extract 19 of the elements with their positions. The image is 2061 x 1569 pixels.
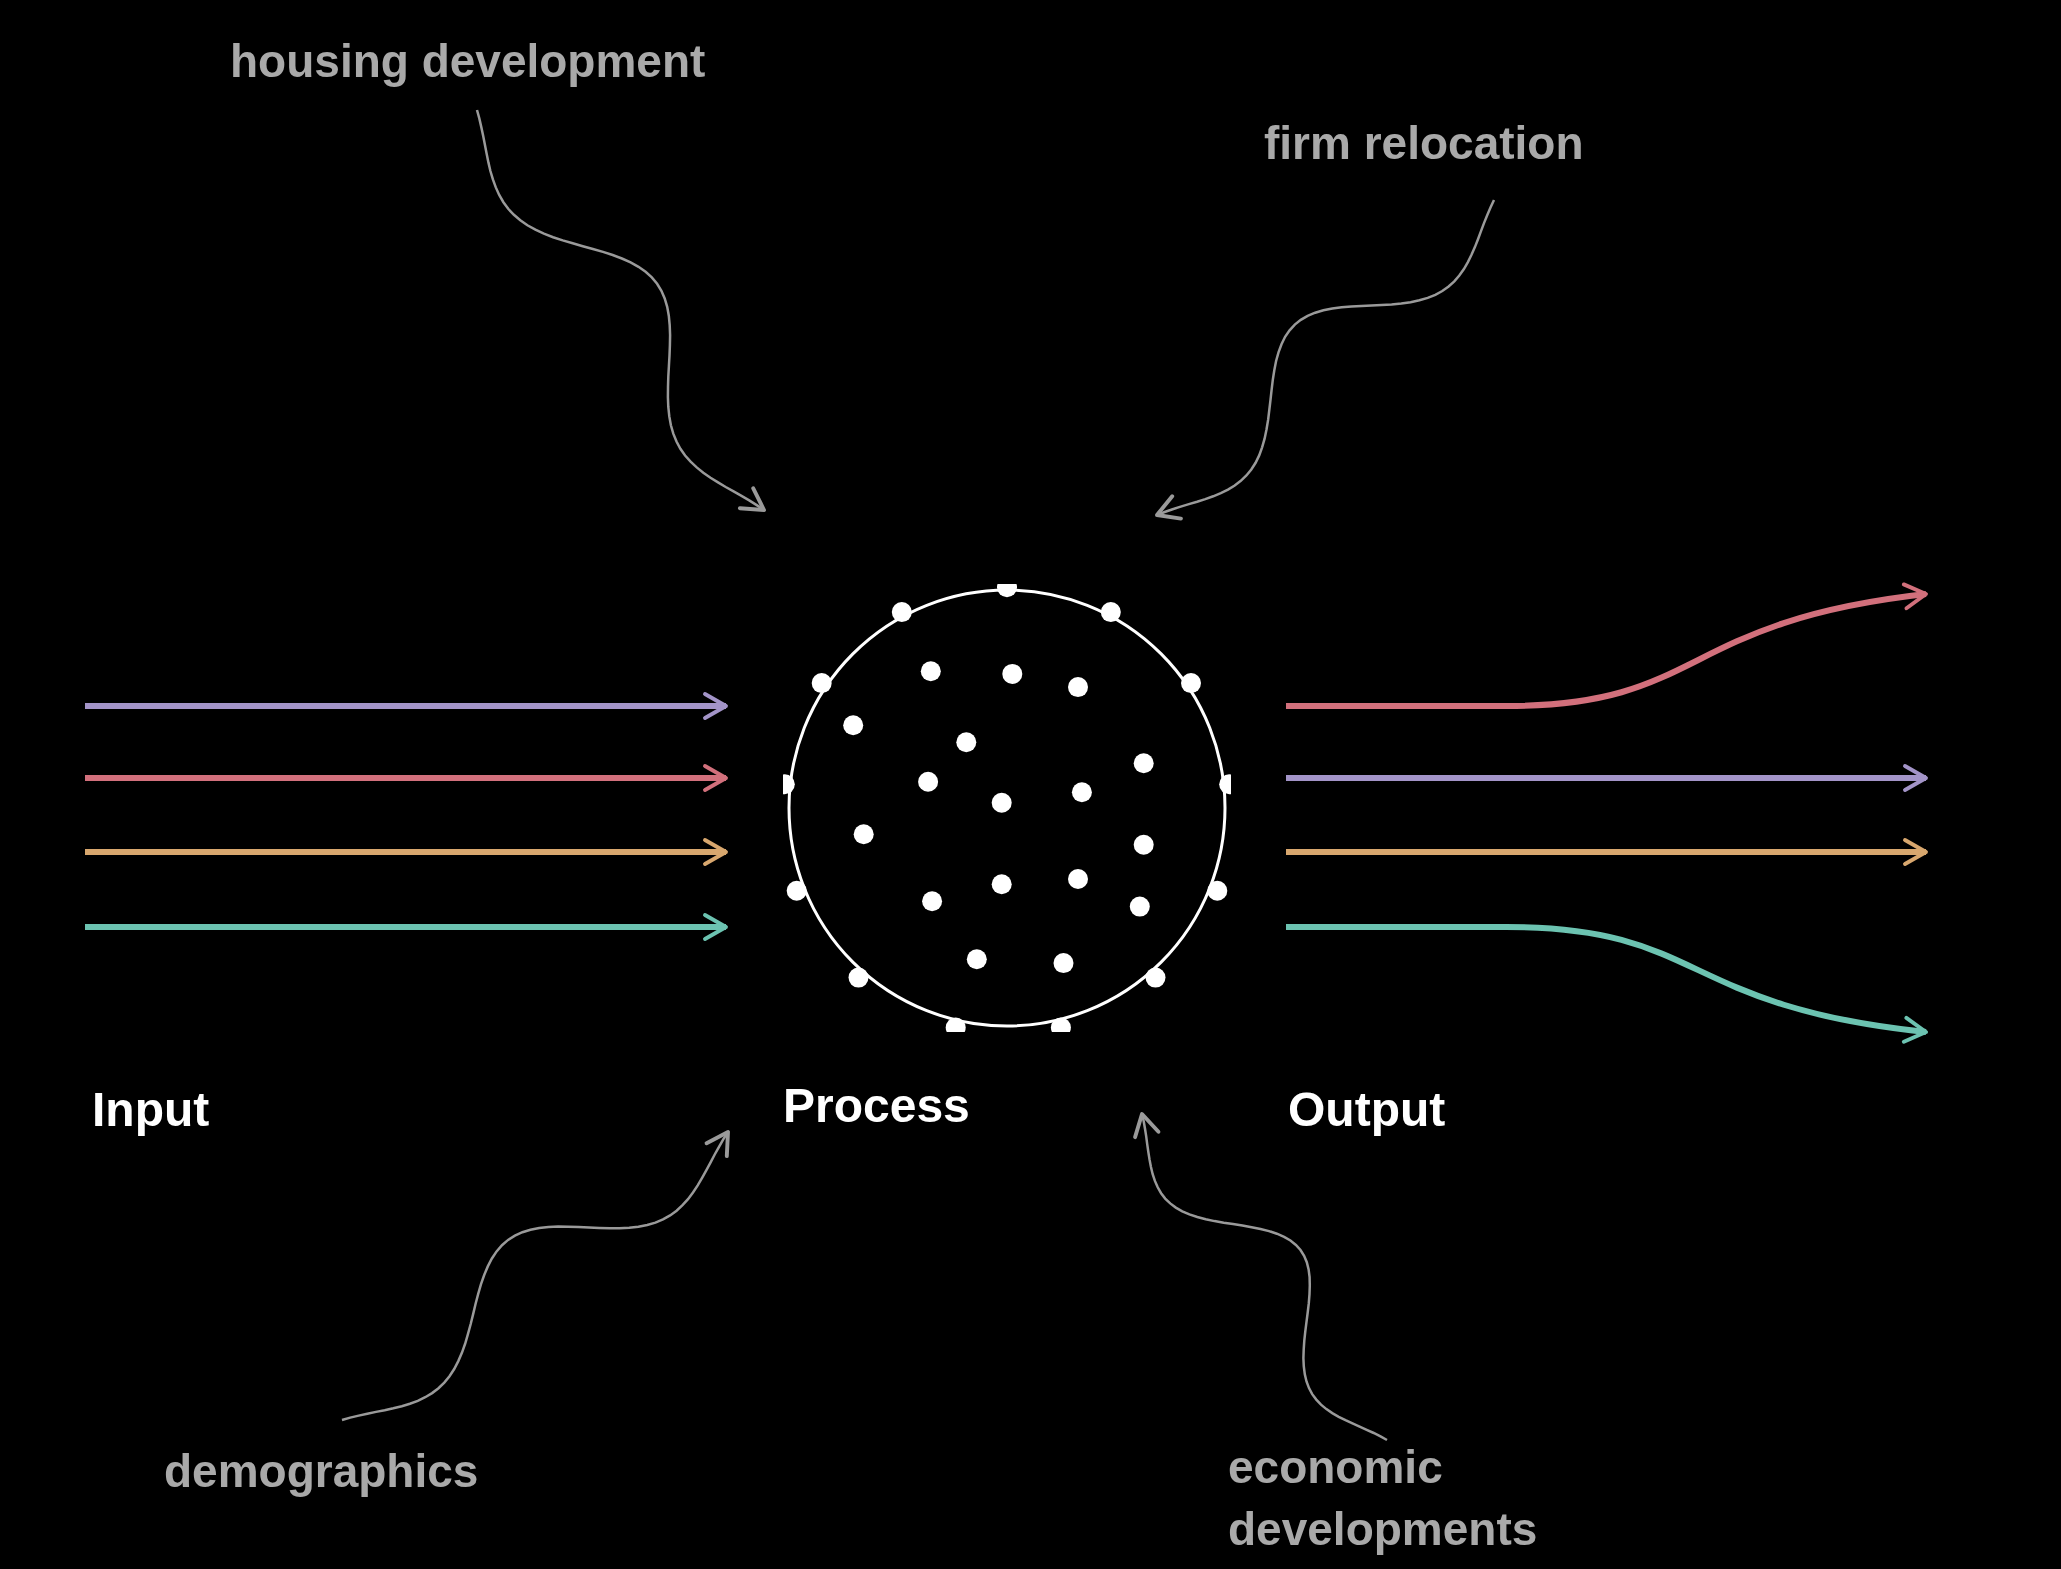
arrow bbox=[1286, 838, 1928, 866]
wavy-arrow bbox=[475, 109, 766, 512]
factor-label: firm relocation bbox=[1264, 116, 1585, 171]
arrow bbox=[1286, 764, 1928, 792]
wavy-arrow bbox=[1133, 1112, 1388, 1442]
arrow bbox=[85, 692, 728, 720]
section-label: Output bbox=[1288, 1082, 1446, 1137]
factor-label: demographics bbox=[164, 1444, 480, 1499]
wavy-arrow bbox=[341, 1130, 730, 1422]
factor-label: economic developments bbox=[1228, 1440, 1539, 1557]
section-label: Input bbox=[92, 1082, 210, 1137]
arrow bbox=[85, 764, 728, 792]
factor-label: housing development bbox=[230, 34, 707, 89]
arrow bbox=[85, 913, 728, 941]
wavy-arrow bbox=[1155, 199, 1496, 521]
arrow bbox=[85, 838, 728, 866]
arrow bbox=[1286, 924, 1928, 1044]
node-label: Process bbox=[783, 1078, 970, 1133]
arrow bbox=[1286, 583, 1928, 709]
